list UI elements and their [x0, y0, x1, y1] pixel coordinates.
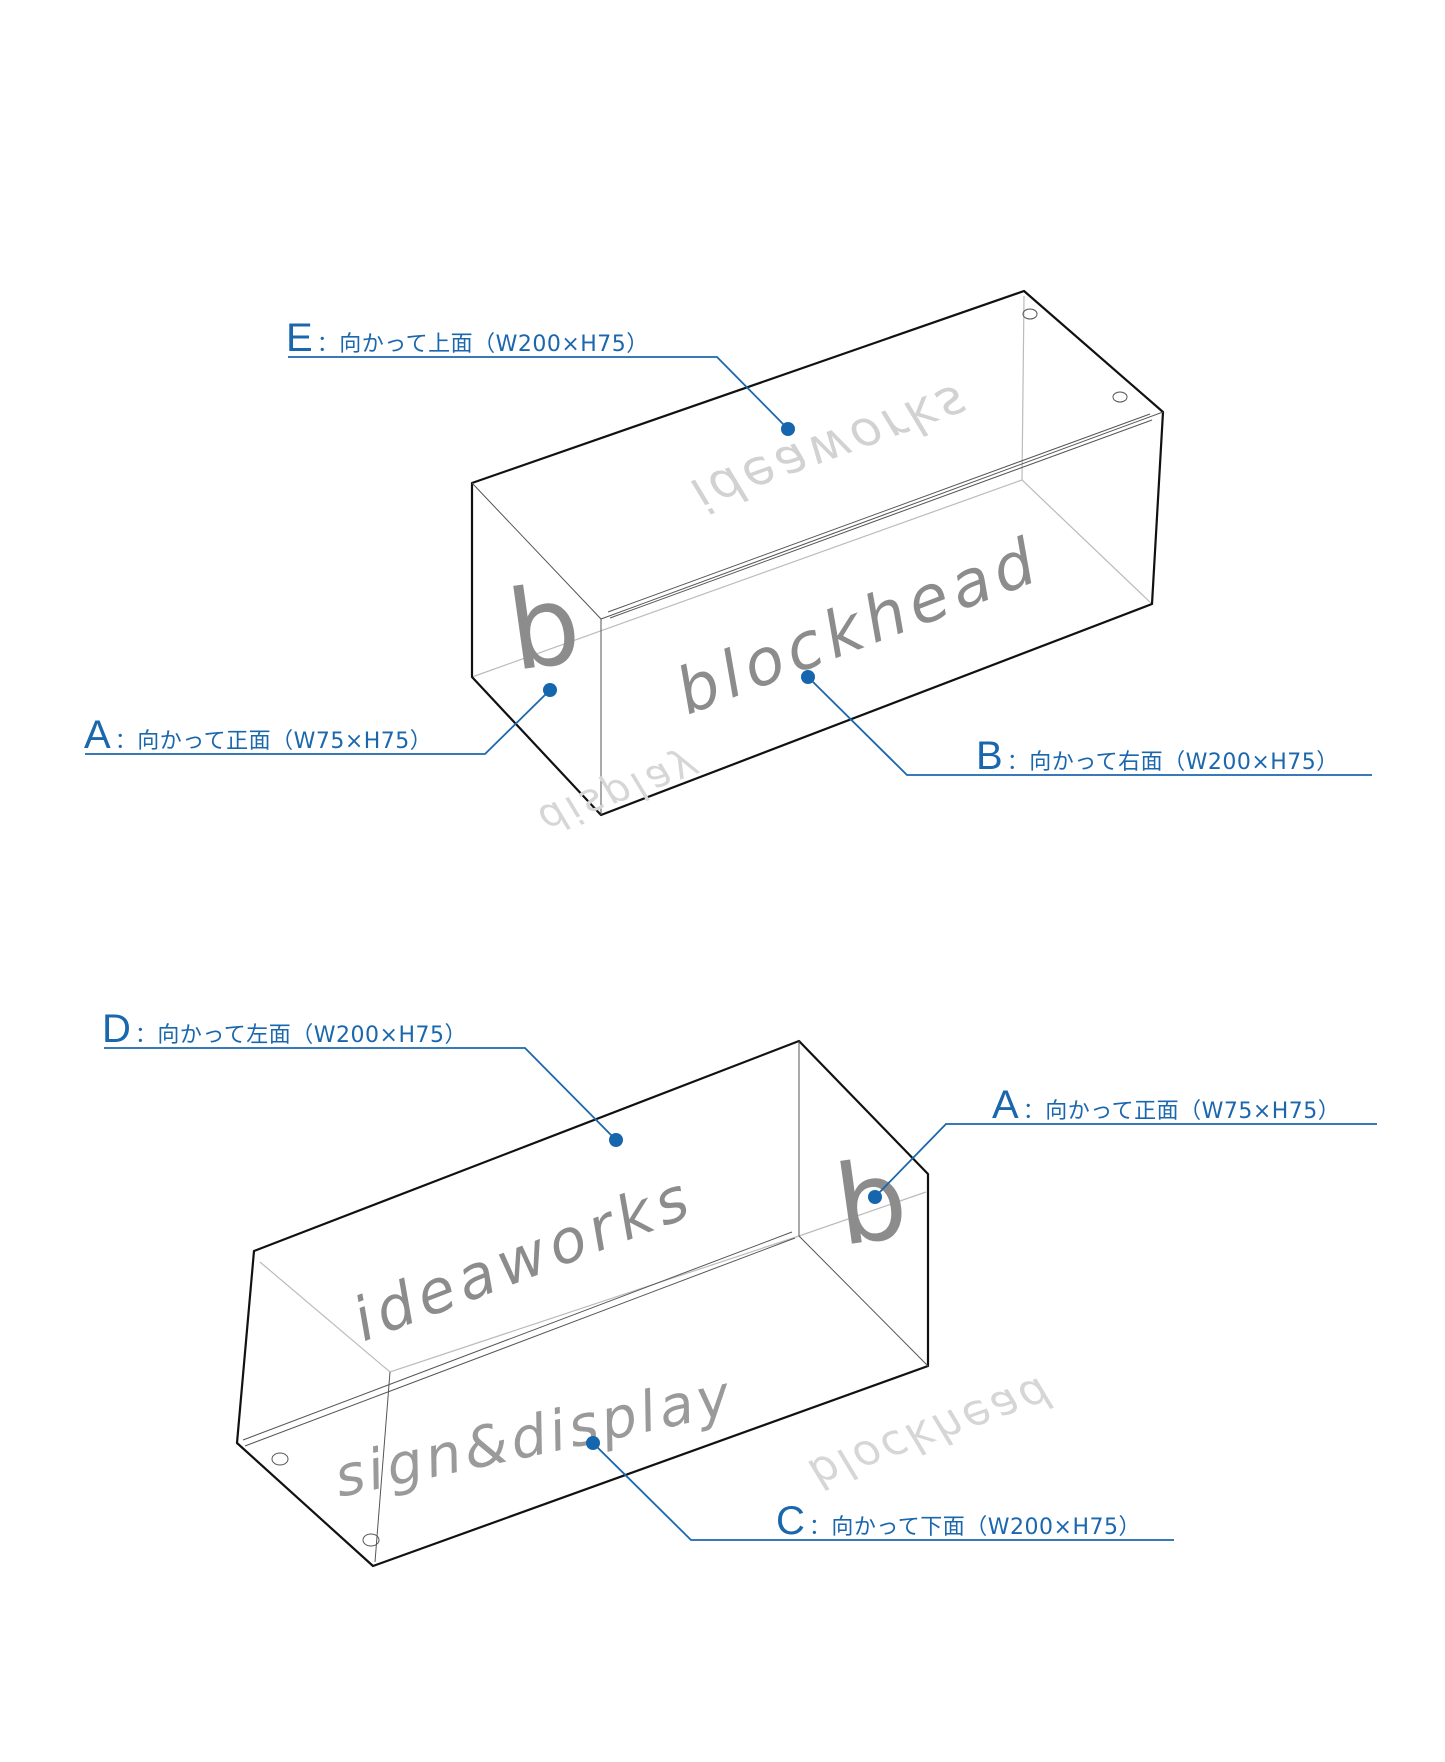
front-edge — [798, 1235, 929, 1367]
screw-hole — [1112, 391, 1128, 403]
label-text: ：向かって下面（W200×H75） — [808, 1515, 1142, 1540]
label-C-bottom-face: C ：向かって下面（W200×H75） — [776, 1501, 1141, 1541]
screw-hole — [271, 1452, 289, 1466]
leader-A-bottom — [874, 1123, 1377, 1198]
screw-hole — [1022, 308, 1038, 320]
leader-D — [104, 1047, 617, 1141]
label-letter: B — [976, 734, 1003, 778]
marker-B — [801, 670, 815, 684]
label-letter: E — [286, 316, 313, 360]
label-text: ：向かって上面（W200×H75） — [316, 332, 649, 357]
inner-edge — [607, 413, 1151, 613]
engraving-blockhead-mirrored: blockhead — [803, 1365, 1059, 1500]
marker-A-bottom — [868, 1190, 882, 1204]
engraving-display-mirrored: display — [533, 741, 709, 842]
inner-edge — [242, 1231, 793, 1441]
hidden-edge — [1021, 295, 1025, 481]
label-A-front-face-bottom: A ：向かって正面（W75×H75） — [992, 1085, 1340, 1125]
inner-edge — [374, 1371, 391, 1563]
engraving-blockhead: blockhead — [666, 524, 1051, 731]
leader-B — [807, 676, 1372, 776]
marker-A-top — [543, 683, 557, 697]
leader-E — [288, 356, 789, 430]
label-letter: A — [992, 1083, 1019, 1127]
label-E-top-face: E ：向かって上面（W200×H75） — [286, 318, 649, 358]
marker-D — [609, 1133, 623, 1147]
leader-C — [592, 1442, 1174, 1541]
label-letter: A — [84, 713, 111, 757]
label-A-front-face-top: A ：向かって正面（W75×H75） — [84, 715, 432, 755]
engraving-ideaworks: ideaworks — [344, 1162, 704, 1356]
label-letter: C — [776, 1499, 805, 1543]
hidden-edge — [798, 1191, 927, 1237]
label-text: ：向かって正面（W75×H75） — [1022, 1099, 1341, 1124]
leader-A-top — [85, 689, 551, 755]
engraving-logo-b: b — [501, 559, 588, 695]
inner-edge — [609, 419, 1153, 619]
inner-edge — [244, 1237, 796, 1447]
label-B-right-face: B ：向かって右面（W200×H75） — [976, 736, 1339, 776]
engraving-sign-display: sign&display — [329, 1363, 740, 1511]
top-box-outline — [470, 289, 1165, 817]
bottom-box-engravings: ideaworks sign&display blockhead b — [329, 1134, 1059, 1510]
label-letter: D — [102, 1007, 131, 1051]
label-text: ：向かって右面（W200×H75） — [1006, 750, 1339, 775]
label-text: ：向かって正面（W75×H75） — [114, 729, 433, 754]
label-D-left-face: D ：向かって左面（W200×H75） — [102, 1009, 467, 1049]
marker-C — [586, 1436, 600, 1450]
label-text: ：向かって左面（W200×H75） — [134, 1023, 468, 1048]
marker-E — [781, 422, 795, 436]
top-box-engravings: ideaworks blockhead display b — [501, 371, 1051, 842]
screw-hole — [362, 1533, 380, 1547]
